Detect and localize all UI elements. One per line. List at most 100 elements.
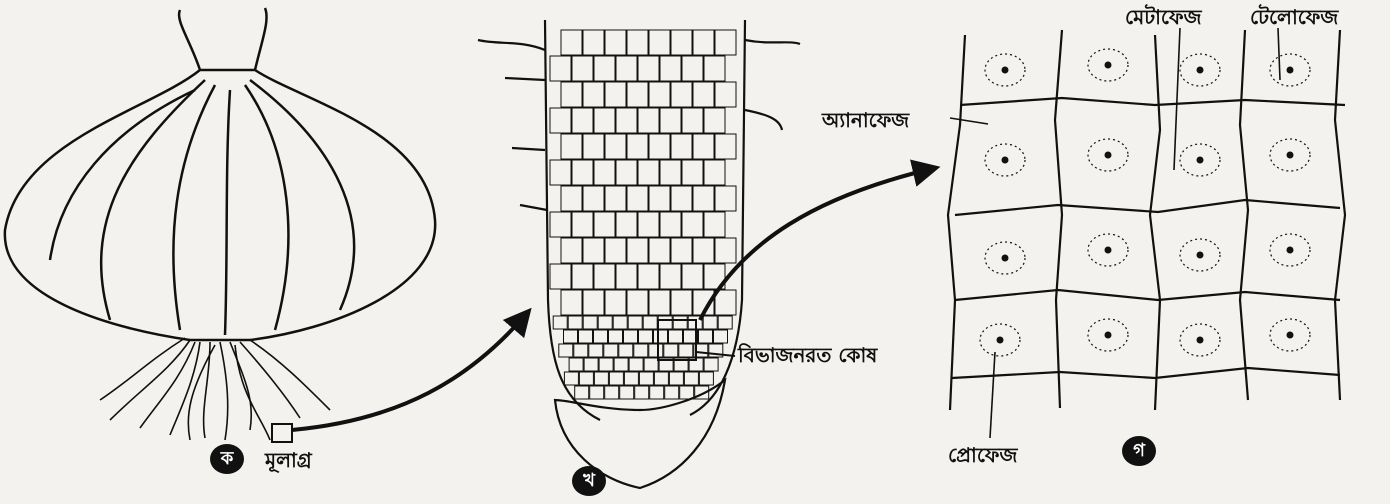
section-cell	[568, 316, 582, 329]
nucleolus	[997, 337, 1004, 344]
telophase-label: টেলোফেজ	[1250, 7, 1338, 27]
section-cell	[559, 344, 573, 357]
section-cell	[658, 316, 672, 329]
nucleolus	[1002, 157, 1009, 164]
section-cell	[550, 56, 571, 81]
section-cell	[583, 316, 597, 329]
section-cell	[704, 108, 725, 133]
section-cell	[715, 186, 736, 211]
section-cell	[665, 386, 679, 399]
section-cell	[550, 160, 571, 185]
section-cell	[624, 372, 638, 385]
root-section-cells	[550, 30, 736, 399]
section-cell	[594, 264, 615, 289]
section-cell	[620, 386, 634, 399]
section-cell	[693, 186, 714, 211]
section-cell	[561, 290, 582, 315]
nucleolus	[1287, 67, 1294, 74]
section-cell	[594, 108, 615, 133]
section-cell	[561, 30, 582, 55]
section-cell	[704, 212, 725, 237]
section-cell	[584, 358, 598, 371]
nucleolus	[1197, 157, 1204, 164]
section-cell	[605, 30, 626, 55]
section-cell	[609, 372, 623, 385]
section-cell	[669, 330, 683, 343]
section-cell	[654, 372, 668, 385]
section-cell	[616, 56, 637, 81]
section-cell	[572, 56, 593, 81]
section-cell	[715, 82, 736, 107]
section-cell	[619, 344, 633, 357]
section-cell	[673, 316, 687, 329]
section-cell	[704, 56, 725, 81]
section-cell	[704, 160, 725, 185]
nucleolus	[1105, 247, 1112, 254]
section-cell	[609, 330, 623, 343]
section-cell	[575, 386, 589, 399]
section-cell	[634, 344, 648, 357]
section-cell	[679, 344, 693, 357]
section-cell	[660, 264, 681, 289]
cell-grid	[948, 30, 1345, 410]
section-cell	[550, 108, 571, 133]
section-cell	[579, 372, 593, 385]
section-cell	[671, 238, 692, 263]
section-cell	[671, 290, 692, 315]
section-cell	[718, 316, 732, 329]
section-cell	[671, 82, 692, 107]
section-cell	[629, 358, 643, 371]
nucleolus	[1197, 337, 1204, 344]
section-cell	[569, 358, 583, 371]
section-cell	[574, 344, 588, 357]
nucleolus	[1197, 67, 1204, 74]
section-cell	[616, 212, 637, 237]
nucleolus	[1287, 247, 1294, 254]
section-cell	[627, 30, 648, 55]
section-cell	[594, 372, 608, 385]
section-cell	[660, 212, 681, 237]
section-cell	[682, 108, 703, 133]
section-cell	[572, 108, 593, 133]
section-cell	[628, 316, 642, 329]
dividing-cell-label: বিভাজনরত কোষ	[738, 345, 877, 365]
section-cell	[715, 290, 736, 315]
section-cell	[594, 56, 615, 81]
section-cell	[649, 344, 663, 357]
metaphase-label: মেটাফেজ	[1125, 7, 1201, 27]
section-cell	[715, 134, 736, 159]
section-cell	[594, 160, 615, 185]
section-cell	[693, 134, 714, 159]
onion-roots	[100, 338, 330, 440]
section-cell	[598, 316, 612, 329]
cell-contents	[980, 49, 1310, 356]
nucleolus	[1287, 332, 1294, 339]
section-cell	[561, 134, 582, 159]
section-cell	[605, 238, 626, 263]
section-cell	[664, 344, 678, 357]
nucleolus	[1197, 252, 1204, 259]
section-cell	[703, 316, 717, 329]
section-cell	[635, 386, 649, 399]
arrow-to-root-section	[292, 312, 528, 430]
section-cell	[583, 30, 604, 55]
section-cell	[693, 238, 714, 263]
section-cell	[638, 160, 659, 185]
dividing-cells-pointer	[696, 352, 735, 356]
section-cell	[627, 290, 648, 315]
section-cell	[594, 330, 608, 343]
section-cell	[649, 134, 670, 159]
section-cell	[614, 358, 628, 371]
section-cell	[638, 212, 659, 237]
section-cell	[639, 372, 653, 385]
anaphase-label: অ্যানাফেজ	[822, 110, 909, 130]
section-cell	[714, 330, 728, 343]
section-cell	[682, 264, 703, 289]
section-cell	[599, 358, 613, 371]
section-cell	[572, 264, 593, 289]
section-cell	[650, 386, 664, 399]
section-cell	[669, 372, 683, 385]
section-cell	[660, 56, 681, 81]
section-cell	[639, 330, 653, 343]
